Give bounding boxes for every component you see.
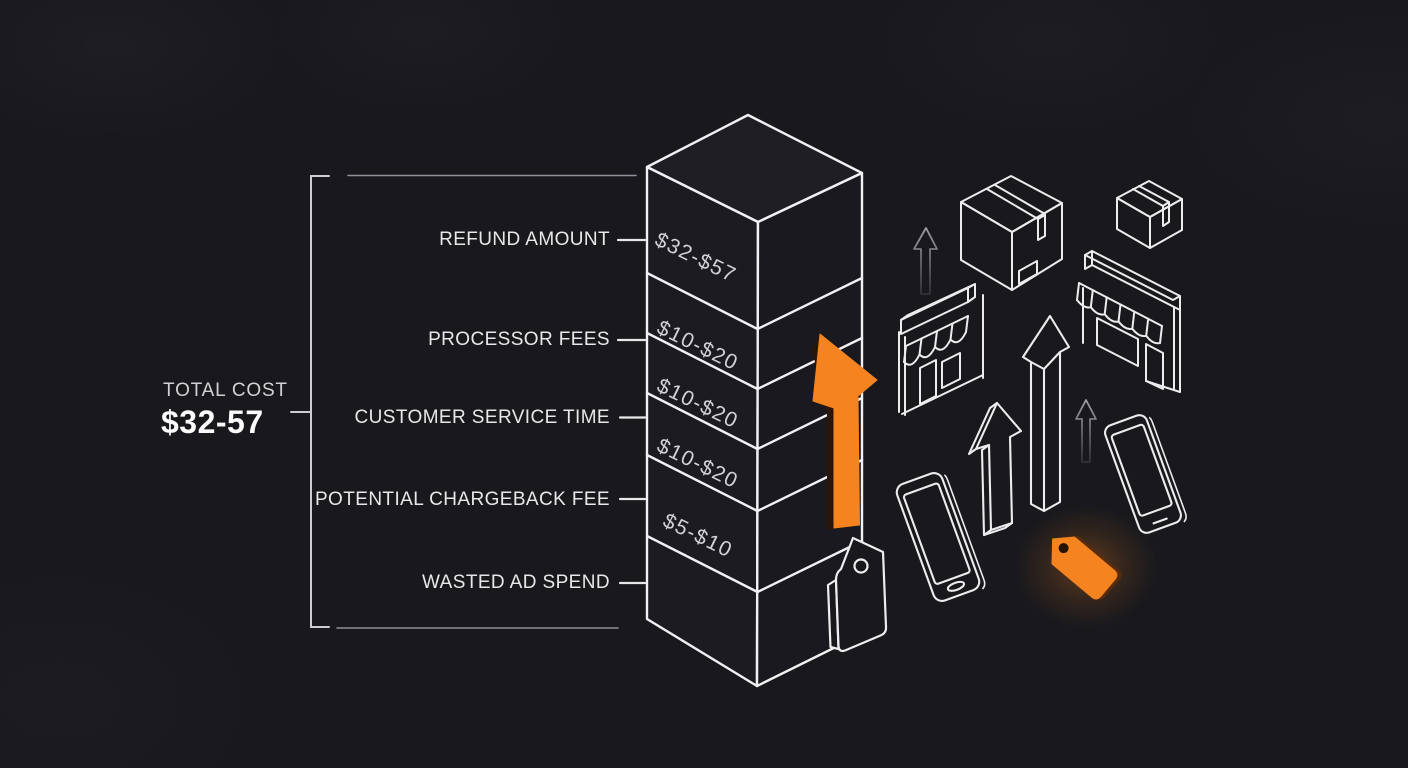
smartphone-left-icon bbox=[895, 472, 986, 602]
segment-label-refund-amount: REFUND AMOUNT bbox=[439, 229, 610, 250]
segment-label-chargeback-fee: POTENTIAL CHARGEBACK FEE bbox=[314, 489, 610, 510]
cost-bracket bbox=[290, 174, 637, 629]
segment-label-processor-fees: PROCESSOR FEES bbox=[428, 329, 610, 350]
shipping-box-small-icon bbox=[1116, 180, 1183, 249]
segment-connector-dashes bbox=[616, 238, 647, 585]
arrow-outline-tall-icon bbox=[1021, 314, 1071, 513]
shipping-box-large-icon bbox=[960, 175, 1063, 291]
price-tag-orange-icon bbox=[1014, 505, 1158, 629]
arrow-outline-medium-icon bbox=[967, 401, 1023, 537]
total-cost-value: $32-57 bbox=[161, 404, 264, 440]
arrow-thin-small-2-icon bbox=[1075, 399, 1097, 463]
smartphone-right-icon bbox=[1104, 414, 1187, 534]
cost-tower bbox=[645, 113, 864, 688]
arrow-thin-small-1-icon bbox=[913, 227, 938, 295]
storefront-left-icon bbox=[898, 283, 984, 416]
price-tag-outline-icon bbox=[826, 536, 888, 653]
total-cost-label: TOTAL COST bbox=[163, 380, 288, 401]
segment-label-customer-service: CUSTOMER SERVICE TIME bbox=[354, 407, 610, 428]
segment-label-wasted-ad-spend: WASTED AD SPEND bbox=[422, 572, 610, 593]
growth-arrow-orange-icon bbox=[812, 333, 878, 529]
storefront-right-icon bbox=[1076, 250, 1181, 393]
